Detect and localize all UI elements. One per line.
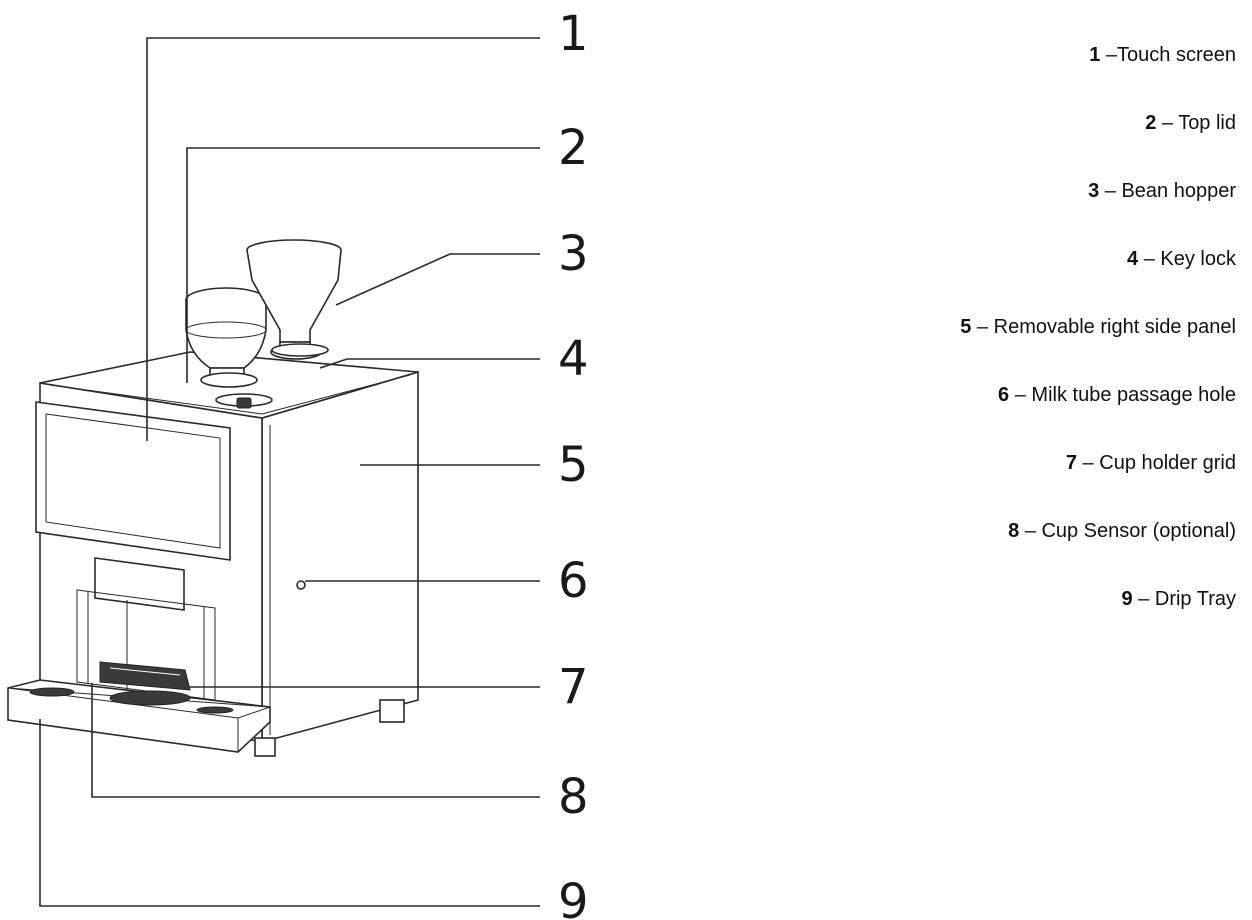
legend-item-6: 6 – Milk tube passage hole [998,384,1236,407]
bean-hopper-small [185,287,273,407]
legend-number: 1 [1089,44,1101,66]
legend-separator: – [1099,180,1122,202]
leader-line-3 [335,253,540,306]
callout-lines [39,37,540,907]
callout-number-9: 9 [558,874,589,920]
legend-item-9: 9 – Drip Tray [1122,588,1237,611]
legend-separator: – [1156,112,1179,134]
dispenser-head [94,557,185,611]
legend-item-8: 8 – Cup Sensor (optional) [1008,520,1236,543]
legend-item-5: 5 – Removable right side panel [960,316,1236,339]
legend-number: 6 [998,384,1010,406]
legend-item-2: 2 – Top lid [1145,112,1236,135]
drip-tray [7,679,271,753]
legend-item-1: 1 –Touch screen [1089,44,1236,67]
callout-number-6: 6 [558,553,589,609]
legend-separator: – [971,316,994,338]
key-lock [236,397,252,409]
legend-item-7: 7 – Cup holder grid [1066,452,1236,475]
callout-numbers: 1 2 3 4 5 6 7 8 9 [558,6,589,920]
callout-number-8: 8 [558,769,589,825]
callout-number-7: 7 [558,659,589,715]
legend-number: 9 [1121,588,1133,610]
legend-number: 5 [960,316,972,338]
legend-number: 8 [1008,520,1020,542]
leader-line-8 [91,683,540,798]
leader-line-1 [146,37,540,441]
callout-number-5: 5 [558,437,589,493]
touch-screen-frame [35,401,231,561]
leader-line-2 [186,147,540,383]
legend-label: Cup Sensor (optional) [1041,520,1236,542]
callout-number-1: 1 [558,6,589,62]
leader-line-4 [319,358,540,369]
legend-label: Top lid [1178,112,1236,134]
legend-label: Removable right side panel [993,316,1236,338]
bean-hopper-large [246,239,342,360]
legend-separator: – [1009,384,1032,406]
legend-number: 4 [1127,248,1139,270]
legend-label: Key lock [1160,248,1236,270]
legend-separator: – [1100,44,1118,66]
legend-label: Drip Tray [1154,588,1236,610]
legend-label: Touch screen [1117,44,1236,66]
legend-label: Bean hopper [1121,180,1236,202]
legend-separator: – [1019,520,1042,542]
legend-number: 2 [1145,112,1157,134]
coffee-machine-illustration [7,239,419,757]
legend-separator: – [1077,452,1100,474]
leader-line-9 [39,719,540,907]
legend-separator: – [1132,588,1155,610]
legend-number: 3 [1088,180,1100,202]
legend-item-3: 3 – Bean hopper [1088,180,1236,203]
legend-label: Milk tube passage hole [1031,384,1236,406]
legend-number: 7 [1065,452,1077,474]
milk-tube-hole [296,580,306,590]
callout-number-3: 3 [558,226,589,282]
legend-label: Cup holder grid [1099,452,1236,474]
legend-item-4: 4 – Key lock [1127,248,1236,271]
callout-number-2: 2 [558,120,589,176]
legend-separator: – [1138,248,1161,270]
touch-screen-display [45,413,221,549]
callout-number-4: 4 [558,331,589,387]
